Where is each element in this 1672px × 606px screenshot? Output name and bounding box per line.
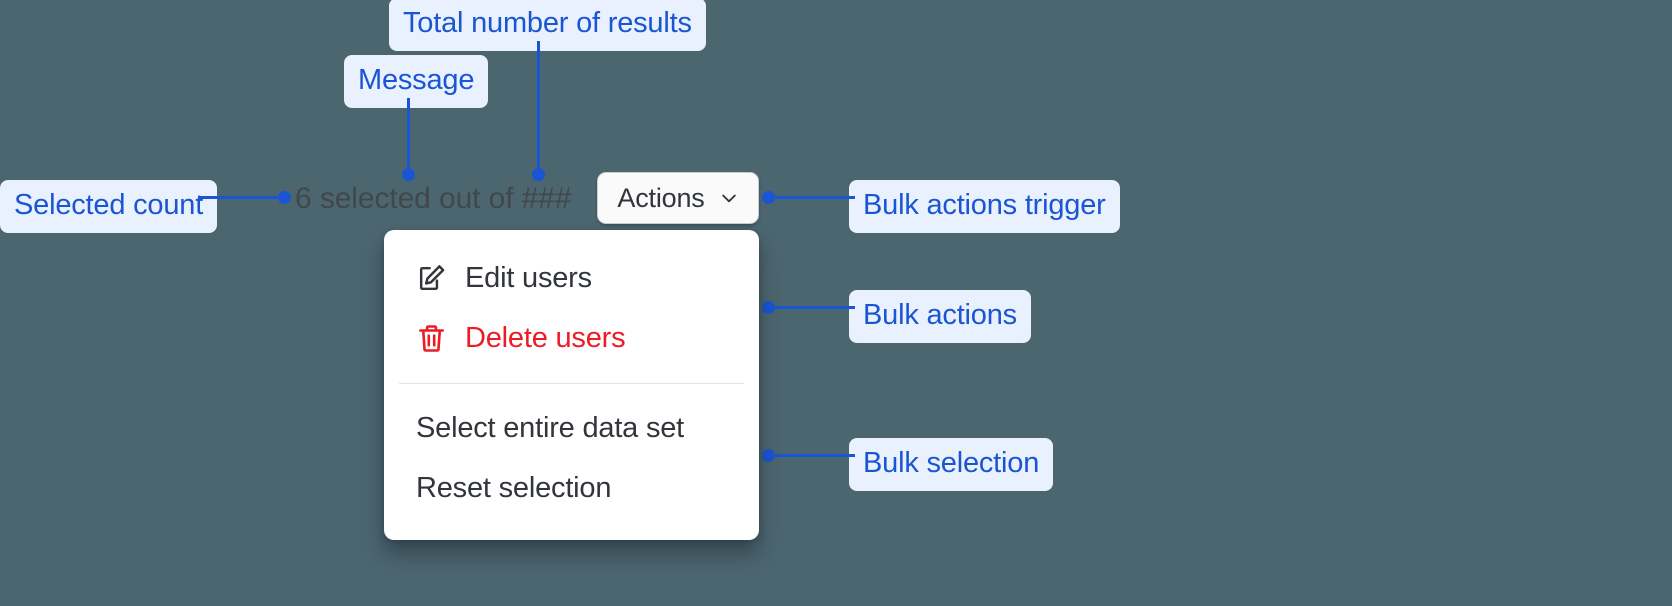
callout-bulk-selection: Bulk selection [849,438,1054,491]
menu-item-label: Delete users [465,322,626,355]
menu-item-label: Select entire data set [416,411,685,444]
chevron-down-icon [721,194,736,203]
actions-button-label: Actions [617,182,705,213]
connector-dot-bulk-actions [762,301,775,314]
menu-item-label: Reset selection [416,471,612,504]
menu-item-delete-users[interactable]: Delete users [384,308,759,368]
menu-item-label: Edit users [465,262,592,294]
menu-item-reset-selection[interactable]: Reset selection [384,458,759,518]
callout-bulk-actions: Bulk actions [849,290,1031,343]
callout-total-number-of-results: Total number of results [389,0,706,51]
callout-bulk-actions-trigger: Bulk actions trigger [849,180,1120,233]
trash-icon [419,325,444,352]
bulk-actions-trigger-button[interactable]: Actions [597,172,759,224]
bulk-actions-menu: Edit users Delete users Select entire da… [384,230,759,540]
connector-line-selected-count [200,196,286,199]
connector-line-bulk-actions [770,306,855,309]
connector-line-bulk-selection [770,454,855,457]
menu-item-select-entire-data-set[interactable]: Select entire data set [384,398,759,458]
callout-selected-count: Selected count [0,180,218,233]
connector-dot-total-results [532,168,545,181]
connector-line-bulk-actions-trigger [770,196,855,199]
connector-dot-selected-count [278,191,291,204]
connector-line-message [407,98,410,175]
connector-line-total-results [537,41,540,175]
callout-message: Message [344,55,489,108]
connector-dot-bulk-selection [762,449,775,462]
edit-pencil-icon [419,264,445,290]
selected-count-message: 6 selected out of ### [295,182,572,215]
menu-divider [399,382,744,384]
connector-dot-message [402,168,415,181]
connector-dot-bulk-actions-trigger [762,191,775,204]
menu-item-edit-users[interactable]: Edit users [384,248,759,308]
